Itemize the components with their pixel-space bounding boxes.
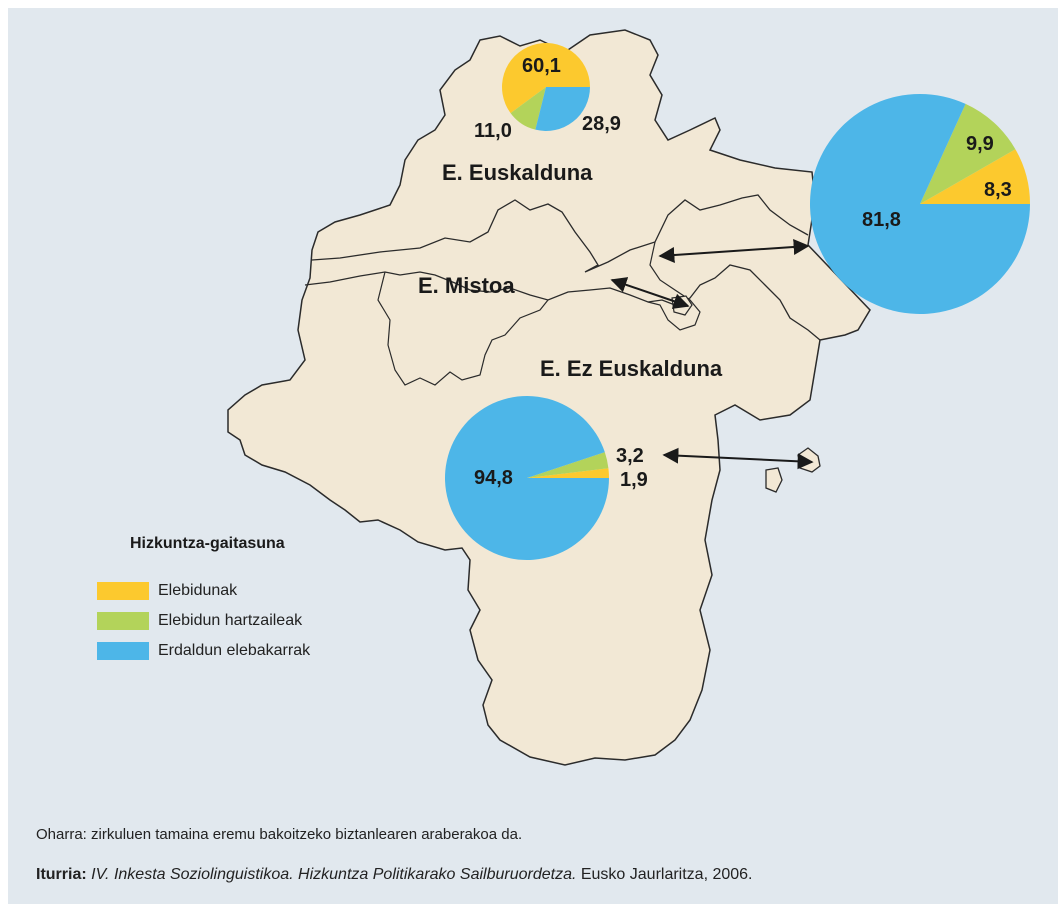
legend-title: Hizkuntza-gaitasuna <box>130 535 285 552</box>
footnote: Oharra: zirkuluen tamaina eremu bakoitze… <box>36 826 523 843</box>
pie-label-ezeusk-erdaldun: 94,8 <box>474 467 513 489</box>
pie-chart-mistoa <box>810 94 1030 315</box>
arrow-mixed-pie <box>658 238 810 264</box>
source-title: IV. Inkesta Soziolinguistikoa. Hizkuntza… <box>91 866 577 883</box>
source-publisher: Eusko Jaurlaritza, 2006. <box>576 866 753 883</box>
pie-chart-ez-euskalduna <box>444 396 609 561</box>
pie-label-euskalduna-elebidunak: 60,1 <box>522 55 561 77</box>
legend-swatch-hartzaileak <box>97 612 149 630</box>
zone-border-north <box>311 194 809 273</box>
zone-border-mixed-east <box>647 241 701 331</box>
zone-label-euskalduna: E. Euskalduna <box>442 160 593 185</box>
zone-border-south <box>304 264 821 341</box>
pie-slice-erdaldun <box>535 87 590 132</box>
pie-label-euskalduna-hartzaileak: 11,0 <box>474 120 512 142</box>
legend-item-hartzaileak: Elebidun hartzaileak <box>97 610 302 632</box>
legend-label: Elebidun hartzaileak <box>158 612 303 629</box>
legend-swatch-erdaldun <box>97 642 149 660</box>
pie-slice-erdaldun <box>444 396 609 561</box>
pie-chart-euskalduna <box>502 42 590 132</box>
pie-label-ezeusk-elebidunak: 1,9 <box>620 469 648 491</box>
legend-swatch-elebidunak <box>97 582 149 600</box>
legend-item-elebidunak: Elebidunak <box>97 580 237 602</box>
zone-border-inner <box>377 271 549 386</box>
region-outline <box>227 29 871 766</box>
pie-slice-hartzaileak <box>527 452 609 478</box>
arrow-noneuskal-enclave <box>662 447 814 470</box>
pie-slice-elebidunak <box>527 468 609 478</box>
pie-label-mistoa-elebidunak: 8,3 <box>984 179 1012 201</box>
pie-label-euskalduna-erdaldun: 28,9 <box>582 113 621 135</box>
legend-item-erdaldun: Erdaldun elebakarrak <box>97 640 310 662</box>
pie-slice-elebidunak <box>920 149 1030 204</box>
zone-label-ez-euskalduna: E. Ez Euskalduna <box>540 356 723 381</box>
pie-slice-erdaldun <box>810 94 1030 315</box>
arrow-mixed-enclave <box>610 277 690 309</box>
source-citation: Iturria: IV. Inkesta Soziolinguistikoa. … <box>36 866 753 884</box>
pie-slice-elebidunak <box>502 42 590 114</box>
pie-label-mistoa-erdaldun: 81,8 <box>862 209 901 231</box>
source-label: Iturria: <box>36 866 87 883</box>
enclave-east <box>797 447 821 473</box>
pie-label-ezeusk-hartzaileak: 3,2 <box>616 445 644 467</box>
legend-label: Elebidunak <box>158 582 238 599</box>
pie-slice-hartzaileak <box>510 87 546 130</box>
pie-slice-hartzaileak <box>920 103 1016 204</box>
pie-label-mistoa-hartzaileak: 9,9 <box>966 133 994 155</box>
legend-label: Erdaldun elebakarrak <box>158 642 311 659</box>
zone-label-mistoa: E. Mistoa <box>418 273 515 298</box>
enclave-east-2 <box>765 467 783 493</box>
